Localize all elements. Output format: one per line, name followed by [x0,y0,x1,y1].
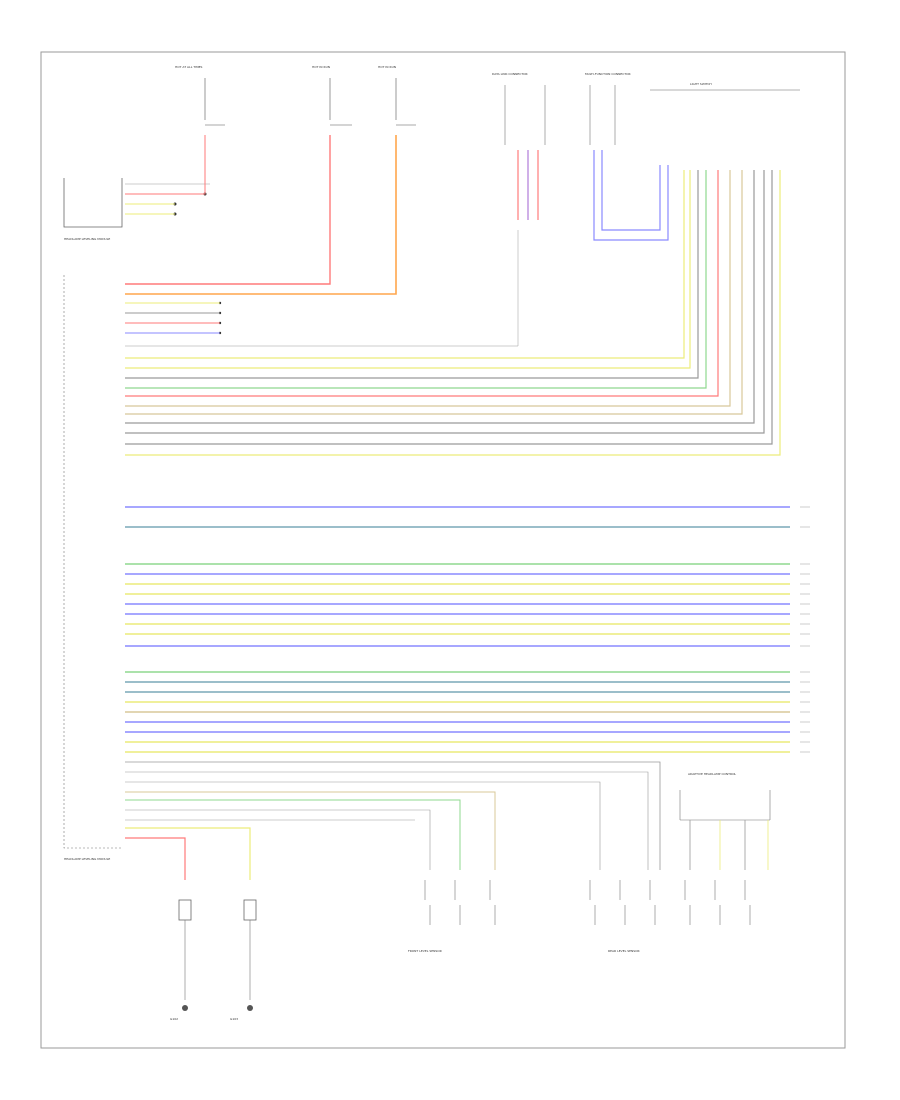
label-top-connector3: MULTI-FUNCTION CONNECTOR [585,72,631,76]
wire-19 [125,170,765,434]
ground-symbol-103 [247,1005,253,1011]
wire-1 [125,135,206,195]
wire-71 [125,799,461,870]
wire-16 [125,170,731,407]
wire-14 [125,170,707,389]
connector-box-a [504,85,546,145]
wire-15 [125,170,719,397]
wire-5 [125,135,397,295]
lamp-symbol-98 [178,899,192,921]
label-right-box: ADAPTIVE HEADLAMP CONTROL [688,772,736,776]
right-control-box [679,790,771,821]
fuse-group [204,78,416,126]
label-fuse-b: HOT IN RUN [312,65,330,69]
left-module-main-box [63,275,122,849]
label-ground-b: G103 [230,1017,238,1021]
wire-21 [125,170,781,456]
label-fuse-c: HOT IN RUN [378,65,396,69]
wire-25 [593,150,669,241]
wire-72 [125,809,431,870]
wire-20 [125,170,773,445]
wire-69 [125,781,601,870]
wire-13 [125,170,699,379]
label-module-bottom: HEADLAMP LEVELING MODULE [64,857,110,861]
label-top-connector: LIGHT SWITCH [690,82,712,86]
wire-4 [125,135,331,285]
lamp-symbol-101 [243,899,257,921]
diagram-frame [40,51,846,1049]
wire-17 [125,170,743,415]
wire-12 [125,170,691,369]
wires-layer [125,135,810,1011]
wire-68 [125,771,649,870]
connector-box-b [589,85,616,145]
wire-18 [125,170,755,424]
ground-symbol-100 [182,1005,188,1011]
wire-67 [125,761,661,870]
label-fuse-a: HOT AT ALL TIMES [175,65,203,69]
wire-75 [125,837,186,880]
left-module-top-box [63,178,123,228]
wire-10 [125,230,519,347]
wire-74 [125,827,251,880]
wire-11 [125,170,685,359]
label-sensor-front: FRONT LEVEL SENSOR [408,949,442,953]
label-top-connector2: DATA LINK CONNECTOR [492,72,528,76]
wire-70 [125,791,496,870]
label-sensor-rear: REAR LEVEL SENSOR [608,949,640,953]
wire-26 [601,150,661,231]
label-module-left: HEADLAMP LEVELING MODULE [64,237,110,241]
label-ground-a: G102 [170,1017,178,1021]
